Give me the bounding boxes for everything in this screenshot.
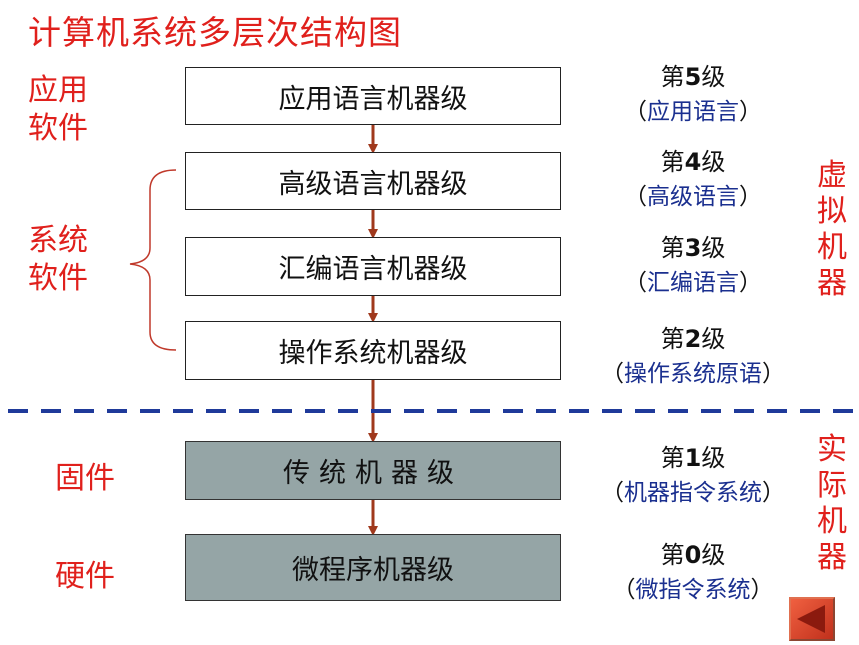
system-software-label: 系统 软件 [28, 223, 88, 296]
back-button[interactable] [789, 597, 835, 641]
firmware-label: 固件 [55, 461, 115, 496]
left-triangle-icon [797, 605, 825, 633]
page-title: 计算机系统多层次结构图 [28, 13, 402, 52]
app-software-label: 应用 软件 [28, 73, 88, 146]
system-software-brace [129, 169, 177, 351]
level-3-box: 汇编语言机器级 [185, 237, 561, 296]
level-1-descriptor: 第1级 （机器指令系统） [601, 444, 785, 506]
level-4-descriptor: 第4级 （高级语言） [624, 148, 762, 210]
hardware-label: 硬件 [55, 559, 115, 594]
level-4-box: 高级语言机器级 [185, 152, 561, 210]
level-2-box: 操作系统机器级 [185, 321, 561, 380]
level-5-box: 应用语言机器级 [185, 67, 561, 125]
level-2-descriptor: 第2级 （操作系统原语） [601, 325, 785, 387]
virtual-machine-label: 虚 拟 机 器 [817, 158, 847, 301]
level-3-descriptor: 第3级 （汇编语言） [624, 234, 762, 296]
level-5-descriptor: 第5级 （应用语言） [624, 63, 762, 125]
level-1-box: 传统机器级 [185, 441, 561, 500]
real-machine-label: 实 际 机 器 [817, 432, 847, 575]
level-0-descriptor: 第0级 （微指令系统） [612, 541, 774, 603]
level-0-box: 微程序机器级 [185, 534, 561, 601]
